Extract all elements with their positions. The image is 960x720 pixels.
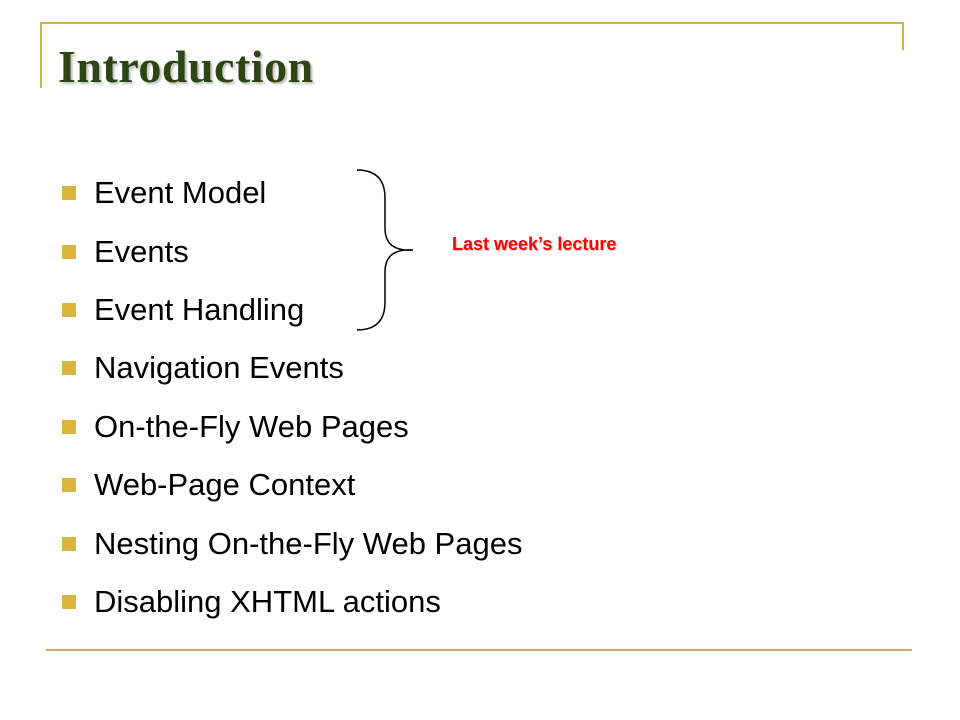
square-bullet-icon — [62, 594, 76, 609]
square-bullet-icon — [62, 478, 76, 493]
bullet-item: Nesting On-the-Fly Web Pages — [62, 514, 522, 572]
bullet-text: Events — [94, 233, 189, 269]
slide-frame-right-line — [902, 22, 904, 50]
bullet-text: On-the-Fly Web Pages — [94, 408, 409, 444]
square-bullet-icon — [62, 419, 76, 434]
square-bullet-icon — [62, 186, 76, 201]
last-weeks-lecture-annotation: Last week’s lecture — [452, 234, 617, 254]
slide-frame-left-line — [40, 22, 42, 88]
bullet-item: On-the-Fly Web Pages — [62, 398, 522, 456]
bullet-text: Disabling XHTML actions — [94, 583, 441, 619]
square-bullet-icon — [62, 244, 76, 259]
bullet-list: Event Model Events Event Handling Naviga… — [62, 164, 522, 631]
square-bullet-icon — [62, 302, 76, 317]
square-bullet-icon — [62, 536, 76, 551]
bullet-item: Web-Page Context — [62, 456, 522, 514]
bullet-text: Event Model — [94, 175, 267, 211]
bullet-item: Event Handling — [62, 281, 522, 339]
bullet-text: Nesting On-the-Fly Web Pages — [94, 525, 523, 561]
bullet-text: Web-Page Context — [94, 467, 356, 503]
right-curly-brace-icon — [356, 169, 414, 331]
slide-frame-top-line — [40, 22, 904, 24]
bullet-item: Navigation Events — [62, 339, 522, 397]
slide-title: Introduction — [58, 41, 314, 92]
bullet-text: Event Handling — [94, 291, 305, 327]
square-bullet-icon — [62, 361, 76, 376]
bullet-item: Disabling XHTML actions — [62, 573, 522, 631]
bullet-item: Event Model — [62, 164, 522, 222]
bullet-text: Navigation Events — [94, 350, 344, 386]
slide-frame-bottom-line — [46, 649, 912, 651]
bullet-item: Events — [62, 222, 522, 280]
